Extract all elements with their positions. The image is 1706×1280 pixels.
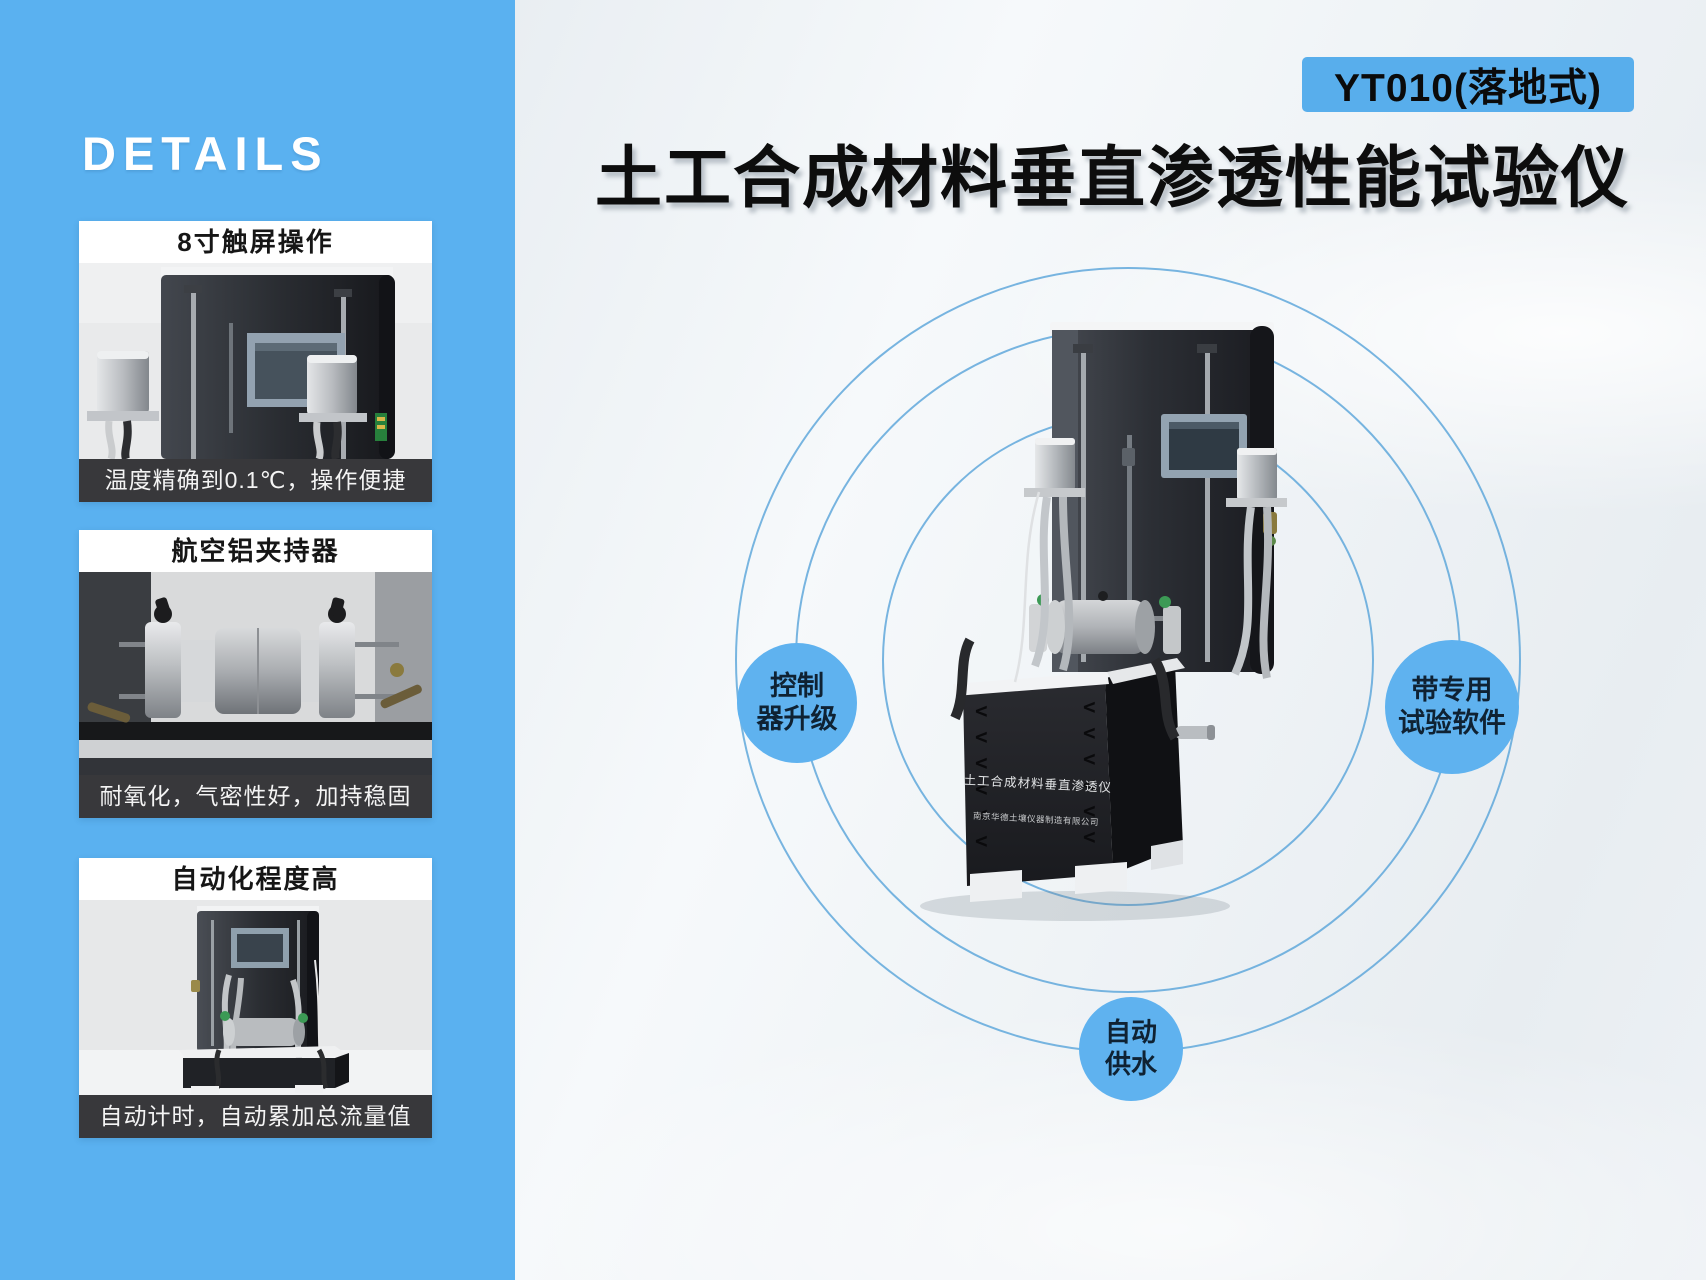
machine-illustration: <<< <<< <<< <<< 土工合成材料垂直渗透仪 南京华德土壤仪器制造有限… [920, 322, 1287, 921]
feature-bubble-controller-upgrade: 控制 器升级 [737, 643, 857, 763]
card-caption: 温度精确到0.1℃，操作便捷 [79, 459, 432, 502]
svg-text:<: < [1083, 695, 1096, 719]
svg-text:<: < [975, 803, 988, 827]
details-heading: DETAILS [82, 127, 329, 180]
detail-card-touchscreen: 8寸触屏操作 [79, 221, 432, 502]
tubes [950, 491, 1273, 741]
main-panel: <<< <<< <<< <<< 土工合成材料垂直渗透仪 南京华德土壤仪器制造有限… [515, 0, 1706, 1280]
feature-bubble-line: 试验软件 [1398, 708, 1506, 738]
svg-text:<: < [1083, 721, 1096, 745]
product-scene: <<< <<< <<< <<< 土工合成材料垂直渗透仪 南京华德土壤仪器制造有限… [735, 267, 1521, 1053]
svg-text:<: < [1083, 799, 1096, 823]
feature-bubble-line: 控制 [770, 671, 824, 702]
card-caption: 耐氧化，气密性好，加持稳固 [79, 775, 432, 818]
svg-text:<: < [1083, 773, 1096, 797]
card-title: 航空铝夹持器 [79, 530, 432, 572]
svg-text:<: < [975, 725, 988, 749]
page-title: 土工合成材料垂直渗透性能试验仪 [595, 141, 1630, 216]
feature-bubble-line: 供水 [1104, 1049, 1157, 1079]
svg-text:<: < [975, 829, 988, 853]
feature-bubble-line: 器升级 [756, 704, 838, 734]
feature-bubble-test-software: 带专用 试验软件 [1385, 640, 1519, 774]
svg-text:<: < [975, 699, 988, 723]
sidebar: DETAILS 8寸触屏操作 [0, 0, 515, 1280]
feature-bubble-line: 自动 [1104, 1017, 1157, 1048]
card-image-clamp-photo [79, 572, 432, 775]
svg-text:<: < [975, 777, 988, 801]
card-image-touchscreen-photo [79, 263, 432, 459]
machine-touchscreen [1161, 414, 1247, 478]
svg-text:<: < [1083, 747, 1096, 771]
card-title: 8寸触屏操作 [79, 221, 432, 263]
svg-text:<: < [975, 751, 988, 775]
feature-bubble-auto-water: 自动 供水 [1079, 997, 1183, 1101]
card-caption: 自动计时，自动累加总流量值 [79, 1095, 432, 1138]
detail-card-clamp: 航空铝夹持器 [79, 530, 432, 818]
card-title: 自动化程度高 [79, 858, 432, 900]
svg-text:<: < [1083, 825, 1096, 849]
feature-bubble-line: 带专用 [1411, 675, 1493, 706]
model-badge: YT010(落地式) [1302, 57, 1634, 112]
chevron-pattern: <<< <<< <<< <<< [975, 695, 1096, 853]
card-image-automation-photo [79, 900, 432, 1095]
detail-card-automation: 自动化程度高 [79, 858, 432, 1138]
